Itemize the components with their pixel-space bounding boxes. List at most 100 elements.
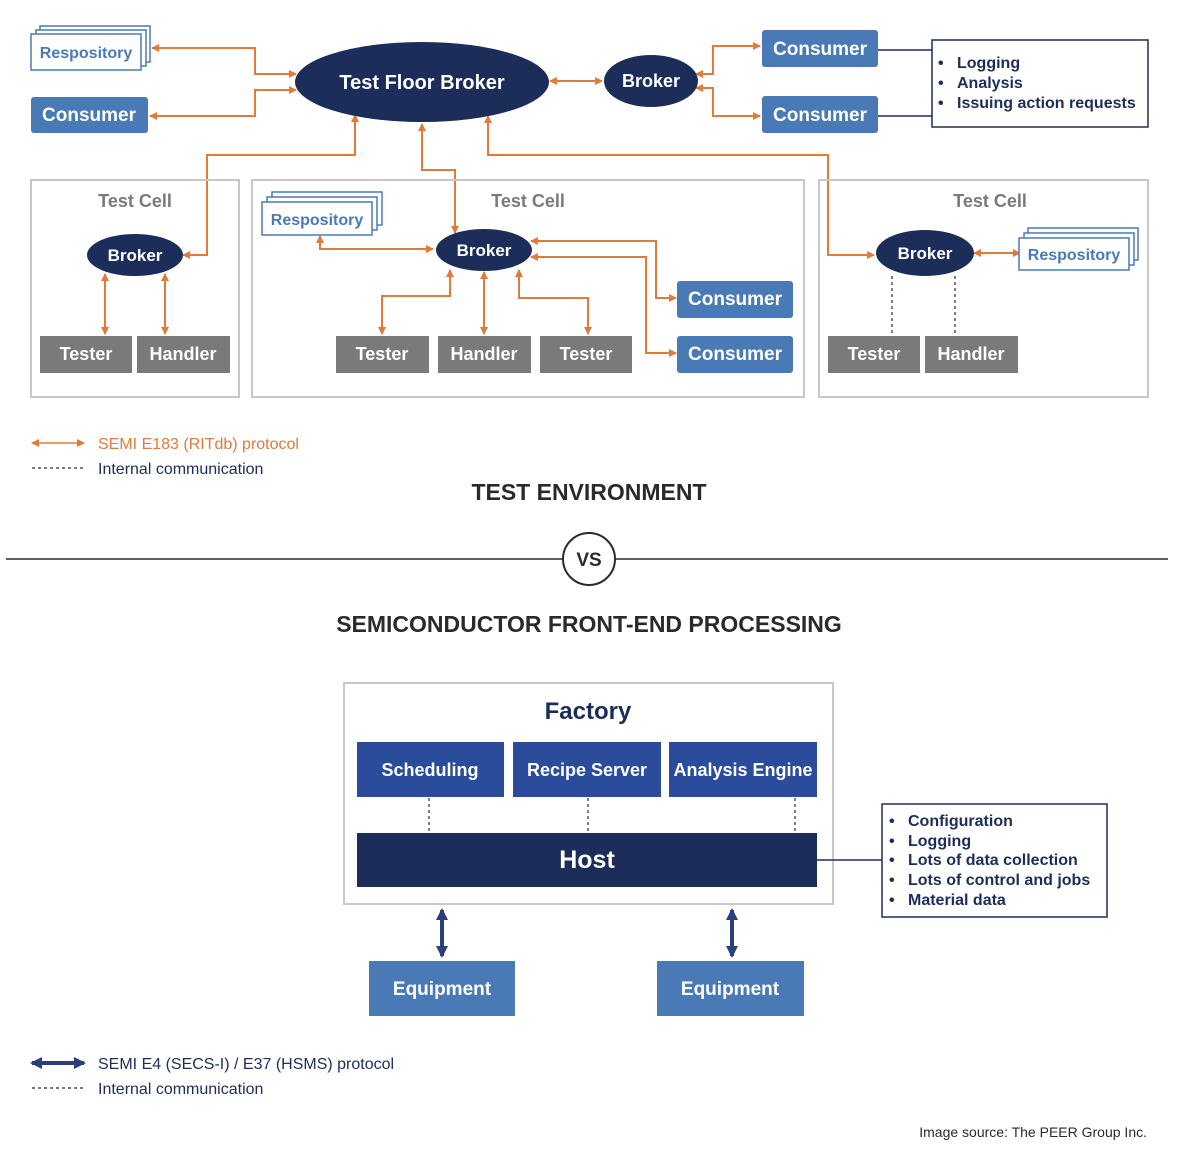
test-floor-broker: Test Floor Broker bbox=[295, 42, 549, 122]
top-consumer: Consumer bbox=[31, 97, 148, 133]
cell-1-tester: Tester bbox=[40, 336, 132, 373]
cell-2-tester-1: Tester bbox=[336, 336, 429, 373]
cell-3-handler: Handler bbox=[925, 336, 1018, 373]
legend-internal-bottom: Internal communication bbox=[98, 1081, 263, 1098]
host-label: Host bbox=[559, 846, 615, 874]
test-cell-1-title: Test Cell bbox=[98, 191, 172, 211]
host-task-3: Lots of control and jobs bbox=[908, 872, 1090, 889]
svg-text:•: • bbox=[938, 95, 944, 112]
test-cell-1-frame bbox=[30, 179, 240, 398]
svg-text:•: • bbox=[889, 892, 895, 909]
right-consumer-1-label: Consumer bbox=[773, 39, 868, 60]
legend-internal-top: Internal communication bbox=[98, 461, 263, 478]
test-cell-3-title: Test Cell bbox=[953, 191, 1027, 211]
cell-1-handler: Handler bbox=[137, 336, 230, 373]
top-repository-label: Respository bbox=[40, 45, 133, 62]
host-block: Host bbox=[357, 833, 817, 887]
svg-text:•: • bbox=[938, 75, 944, 92]
host-task-0: Configuration bbox=[908, 813, 1013, 830]
legend-front-end: SEMI E4 (SECS-I) / E37 (HSMS) protocol I… bbox=[30, 1056, 394, 1098]
top-broker-label: Broker bbox=[622, 71, 680, 91]
cell-1-broker: Broker bbox=[87, 234, 183, 276]
cell-2-tester-2: Tester bbox=[540, 336, 632, 373]
factory-block-scheduling: Scheduling bbox=[357, 742, 504, 797]
top-broker: Broker bbox=[604, 55, 698, 107]
factory-block-analysis-engine: Analysis Engine bbox=[669, 742, 817, 797]
host-task-2: Lots of data collection bbox=[908, 852, 1078, 869]
image-source-credit: Image source: The PEER Group Inc. bbox=[919, 1124, 1147, 1140]
consumer-task-1: Analysis bbox=[957, 75, 1023, 92]
factory-title: Factory bbox=[545, 698, 632, 725]
vs-divider: VS bbox=[6, 532, 1168, 586]
section-title-test-environment: TEST ENVIRONMENT bbox=[471, 479, 706, 505]
connector-broker-consumer2 bbox=[695, 84, 761, 120]
legend-protocol-e4: SEMI E4 (SECS-I) / E37 (HSMS) protocol bbox=[98, 1056, 394, 1073]
legend-test-env: SEMI E183 (RITdb) protocol Internal comm… bbox=[31, 436, 299, 478]
cell-2-consumer-2: Consumer bbox=[677, 336, 793, 373]
svg-text:Equipment: Equipment bbox=[393, 979, 492, 1000]
svg-text:•: • bbox=[889, 852, 895, 869]
vs-label: VS bbox=[576, 550, 601, 571]
svg-text:Tester: Tester bbox=[356, 344, 409, 364]
svg-text:Respository: Respository bbox=[271, 212, 364, 229]
svg-text:Handler: Handler bbox=[149, 344, 216, 364]
host-tasks-box: • Configuration • Logging • Lots of data… bbox=[881, 803, 1108, 918]
svg-text:Broker: Broker bbox=[108, 246, 163, 265]
cell-connectors bbox=[101, 235, 1021, 357]
cell-2-repository: Respository bbox=[261, 191, 383, 236]
consumer-task-lines bbox=[878, 49, 932, 117]
test-cell-2-title: Test Cell bbox=[491, 191, 565, 211]
svg-text:Tester: Tester bbox=[848, 344, 901, 364]
svg-text:Consumer: Consumer bbox=[688, 344, 783, 365]
right-consumer-1: Consumer bbox=[762, 30, 878, 67]
cell-3-tester: Tester bbox=[828, 336, 920, 373]
svg-text:Tester: Tester bbox=[60, 344, 113, 364]
svg-text:•: • bbox=[938, 55, 944, 72]
legend-protocol-e183: SEMI E183 (RITdb) protocol bbox=[98, 436, 299, 453]
cell-2-consumer-1: Consumer bbox=[677, 281, 793, 318]
consumer-tasks-box: • Logging • Analysis • Issuing action re… bbox=[931, 39, 1149, 128]
cell-2-handler: Handler bbox=[438, 336, 531, 373]
connector-consumer-tfb bbox=[149, 86, 297, 120]
cell-3-repository: Respository bbox=[1018, 227, 1139, 271]
right-consumer-2: Consumer bbox=[762, 96, 878, 133]
factory-internal-lines bbox=[428, 798, 796, 832]
connector-tfb-cell2 bbox=[418, 123, 459, 234]
svg-text:Respository: Respository bbox=[1028, 247, 1121, 264]
svg-text:Handler: Handler bbox=[937, 344, 1004, 364]
cell-2-broker: Broker bbox=[436, 229, 532, 271]
equipment-1: Equipment bbox=[369, 961, 515, 1016]
top-consumer-label: Consumer bbox=[42, 105, 137, 126]
top-connectors bbox=[149, 42, 875, 259]
right-consumer-2-label: Consumer bbox=[773, 105, 868, 126]
host-task-1: Logging bbox=[908, 833, 971, 850]
test-cell-3-frame bbox=[818, 179, 1149, 398]
connector-broker-consumer1 bbox=[695, 42, 761, 78]
host-task-4: Material data bbox=[908, 892, 1006, 909]
svg-text:Broker: Broker bbox=[457, 241, 512, 260]
svg-text:Tester: Tester bbox=[560, 344, 613, 364]
test-cell-2-frame bbox=[251, 179, 805, 398]
svg-text:•: • bbox=[889, 833, 895, 850]
connector-repo-tfb bbox=[151, 44, 297, 78]
factory-block-recipe-server: Recipe Server bbox=[513, 742, 661, 797]
factory-frame bbox=[343, 682, 834, 905]
svg-text:Equipment: Equipment bbox=[681, 979, 780, 1000]
connector-tfb-cell1 bbox=[182, 114, 359, 259]
equipment-arrows bbox=[436, 908, 738, 958]
svg-text:Broker: Broker bbox=[898, 244, 953, 263]
svg-text:Consumer: Consumer bbox=[688, 289, 783, 310]
svg-text:Scheduling: Scheduling bbox=[381, 760, 478, 780]
section-title-front-end: SEMICONDUCTOR FRONT-END PROCESSING bbox=[336, 611, 842, 637]
svg-text:•: • bbox=[889, 813, 895, 830]
cell3-internal-lines bbox=[891, 276, 956, 336]
connector-tfb-cell3 bbox=[484, 115, 875, 259]
test-floor-broker-label: Test Floor Broker bbox=[339, 72, 504, 94]
consumer-task-0: Logging bbox=[957, 55, 1020, 72]
equipment-2: Equipment bbox=[657, 961, 804, 1016]
consumer-task-2: Issuing action requests bbox=[957, 95, 1136, 112]
cell-3-broker: Broker bbox=[876, 230, 974, 276]
svg-text:Analysis Engine: Analysis Engine bbox=[673, 760, 812, 780]
svg-text:Recipe Server: Recipe Server bbox=[527, 760, 647, 780]
svg-text:•: • bbox=[889, 872, 895, 889]
